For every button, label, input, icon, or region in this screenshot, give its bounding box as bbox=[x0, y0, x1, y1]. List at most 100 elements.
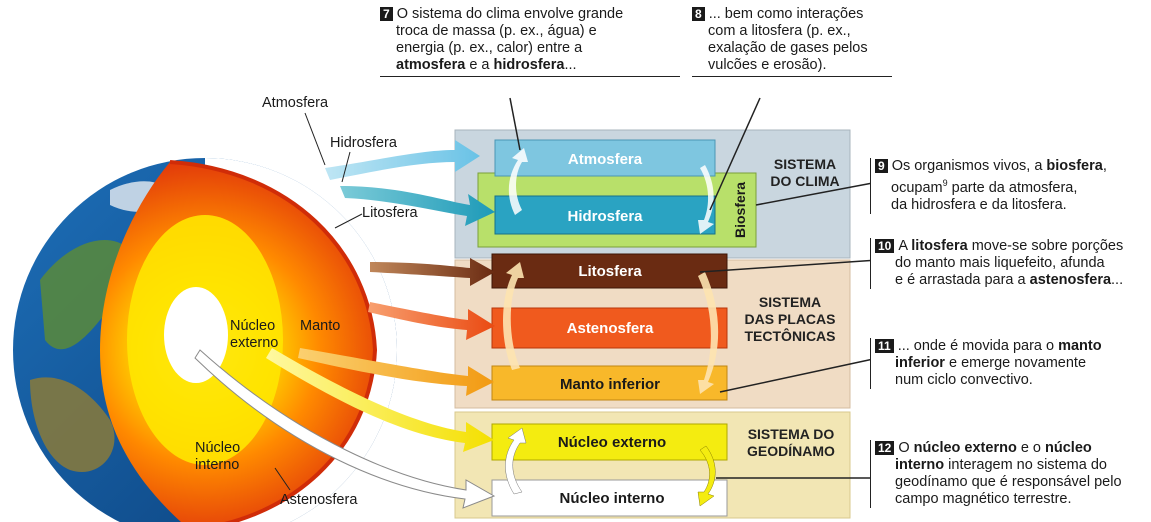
system-title-line: SISTEMA bbox=[773, 156, 837, 172]
cycle-arrow-geo-up bbox=[505, 427, 527, 495]
note-text: e é arrastada para a bbox=[895, 272, 1030, 288]
layer-asthenosphere bbox=[491, 307, 728, 349]
layer-label-hidrosfera: Hidrosfera bbox=[567, 208, 643, 225]
note-number: 9 bbox=[875, 159, 888, 173]
note-number: 11 bbox=[875, 339, 894, 353]
system-title-line: DAS PLACAS bbox=[744, 311, 836, 327]
note-bold: atmosfera bbox=[396, 57, 466, 73]
note-bold: interno bbox=[895, 457, 945, 473]
label-line: Núcleo bbox=[230, 318, 276, 334]
arrow-inner-core bbox=[194, 349, 496, 509]
note-line: 8... bem como interações bbox=[692, 6, 892, 23]
label-line: Núcleo bbox=[195, 440, 241, 456]
layer-inner-core bbox=[491, 479, 728, 517]
note-text: ... bem como interações bbox=[708, 6, 864, 22]
note-bold: litosfera bbox=[911, 238, 968, 254]
globe-label-nucleo-externo: Núcleo externo bbox=[230, 318, 278, 352]
globe-label-nucleo-interno: Núcleo interno bbox=[195, 440, 240, 474]
globe-label-atmosfera: Atmosfera bbox=[262, 95, 329, 111]
system-title-clima: SISTEMA DO CLIMA bbox=[760, 156, 850, 190]
arrow-atmosphere bbox=[325, 140, 480, 180]
layer-label-nucleo-externo: Núcleo externo bbox=[558, 434, 666, 451]
note-bold: núcleo bbox=[1045, 440, 1092, 456]
note-bold: manto bbox=[1058, 338, 1102, 354]
layer-label-nucleo-interno: Núcleo interno bbox=[559, 490, 664, 507]
note-text: A bbox=[898, 238, 912, 254]
note-text: O bbox=[898, 440, 914, 456]
globe bbox=[13, 158, 397, 522]
note-line: interno interagem no sistema do bbox=[875, 457, 1151, 474]
arrow-hydrosphere bbox=[340, 186, 495, 226]
note-number: 10 bbox=[875, 239, 895, 253]
leader-atmosfera bbox=[304, 112, 326, 166]
note-line: 11... onde é movida para o manto bbox=[875, 338, 1151, 355]
system-title-line: SISTEMA DO bbox=[747, 426, 835, 442]
note-text: e emerge novamente bbox=[944, 355, 1087, 371]
layer-lower-mantle bbox=[491, 365, 728, 401]
leader-astenosfera bbox=[274, 467, 291, 491]
note-line: do manto mais liquefeito, afunda bbox=[895, 255, 1105, 271]
note-text: O sistema do clima envolve grande bbox=[396, 6, 624, 22]
cycle-arrow-geo-down bbox=[697, 445, 716, 507]
layer-label-astenosfera: Astenosfera bbox=[567, 320, 654, 337]
layer-label-biosfera: Biosfera bbox=[732, 182, 748, 238]
layer-lithosphere bbox=[491, 253, 728, 289]
note-11: 11... onde é movida para o manto inferio… bbox=[870, 338, 1151, 389]
note-text: ocupam bbox=[891, 179, 943, 196]
layer-hydrosphere bbox=[494, 195, 716, 235]
note-bold: biosfera bbox=[1046, 158, 1103, 174]
arrow-asthenosphere bbox=[368, 302, 495, 340]
leader-line-7 bbox=[509, 97, 521, 151]
note-text: ... bbox=[1111, 272, 1124, 288]
note-line: energia (p. ex., calor) entre a bbox=[396, 40, 583, 56]
note-bold: inferior bbox=[895, 355, 945, 371]
layer-label-litosfera: Litosfera bbox=[578, 263, 642, 280]
footnote-marker: 9 bbox=[942, 178, 948, 188]
note-bold: hidrosfera bbox=[493, 57, 565, 73]
leader-line-10 bbox=[699, 259, 879, 273]
cycle-arrow-plates-up bbox=[503, 262, 524, 370]
note-text: e a bbox=[465, 57, 494, 73]
cycle-arrow-plates-down bbox=[698, 272, 719, 394]
globe-label-hidrosfera: Hidrosfera bbox=[330, 135, 397, 151]
system-title-placas: SISTEMA DAS PLACAS TECTÔNICAS bbox=[730, 294, 850, 345]
label-line: interno bbox=[195, 457, 240, 473]
arrow-outer-core bbox=[266, 348, 494, 452]
note-text: ... bbox=[564, 57, 577, 73]
leader-line-9 bbox=[755, 181, 879, 206]
crust-edge bbox=[169, 160, 378, 522]
layer-atmosphere bbox=[494, 139, 716, 177]
system-title-line: TECTÔNICAS bbox=[744, 328, 836, 344]
note-number: 8 bbox=[692, 7, 705, 21]
layer-label-manto-inferior: Manto inferior bbox=[560, 376, 660, 393]
leader-line-11 bbox=[719, 357, 879, 393]
arrow-lithosphere bbox=[370, 258, 495, 286]
leader-line-8 bbox=[709, 97, 761, 211]
note-line: campo magnético terrestre. bbox=[895, 491, 1072, 507]
continent-shape bbox=[40, 240, 137, 350]
note-text: , bbox=[1102, 158, 1107, 174]
note-line: ocupam9 parte da atmosfera, bbox=[875, 175, 1151, 197]
note-line: com a litosfera (p. ex., bbox=[708, 23, 851, 39]
note-line: geodínamo que é responsável pelo bbox=[895, 474, 1122, 490]
note-number: 12 bbox=[875, 441, 895, 455]
note-text: move-se sobre porções bbox=[967, 238, 1124, 254]
note-text: ... onde é movida para o bbox=[897, 338, 1059, 354]
system-title-line: SISTEMA bbox=[758, 294, 822, 310]
note-line: e é arrastada para a astenosfera... bbox=[875, 272, 1151, 289]
note-bold: astenosfera bbox=[1029, 272, 1112, 288]
leader-litosfera bbox=[334, 213, 363, 229]
note-text: interagem no sistema do bbox=[944, 457, 1107, 473]
cycle-arrow-climate bbox=[508, 148, 528, 215]
label-line: externo bbox=[230, 335, 279, 351]
note-line: num ciclo convectivo. bbox=[895, 372, 1033, 388]
system-title-line: GEODÍNAMO bbox=[747, 443, 835, 459]
globe-label-manto: Manto bbox=[300, 318, 341, 334]
